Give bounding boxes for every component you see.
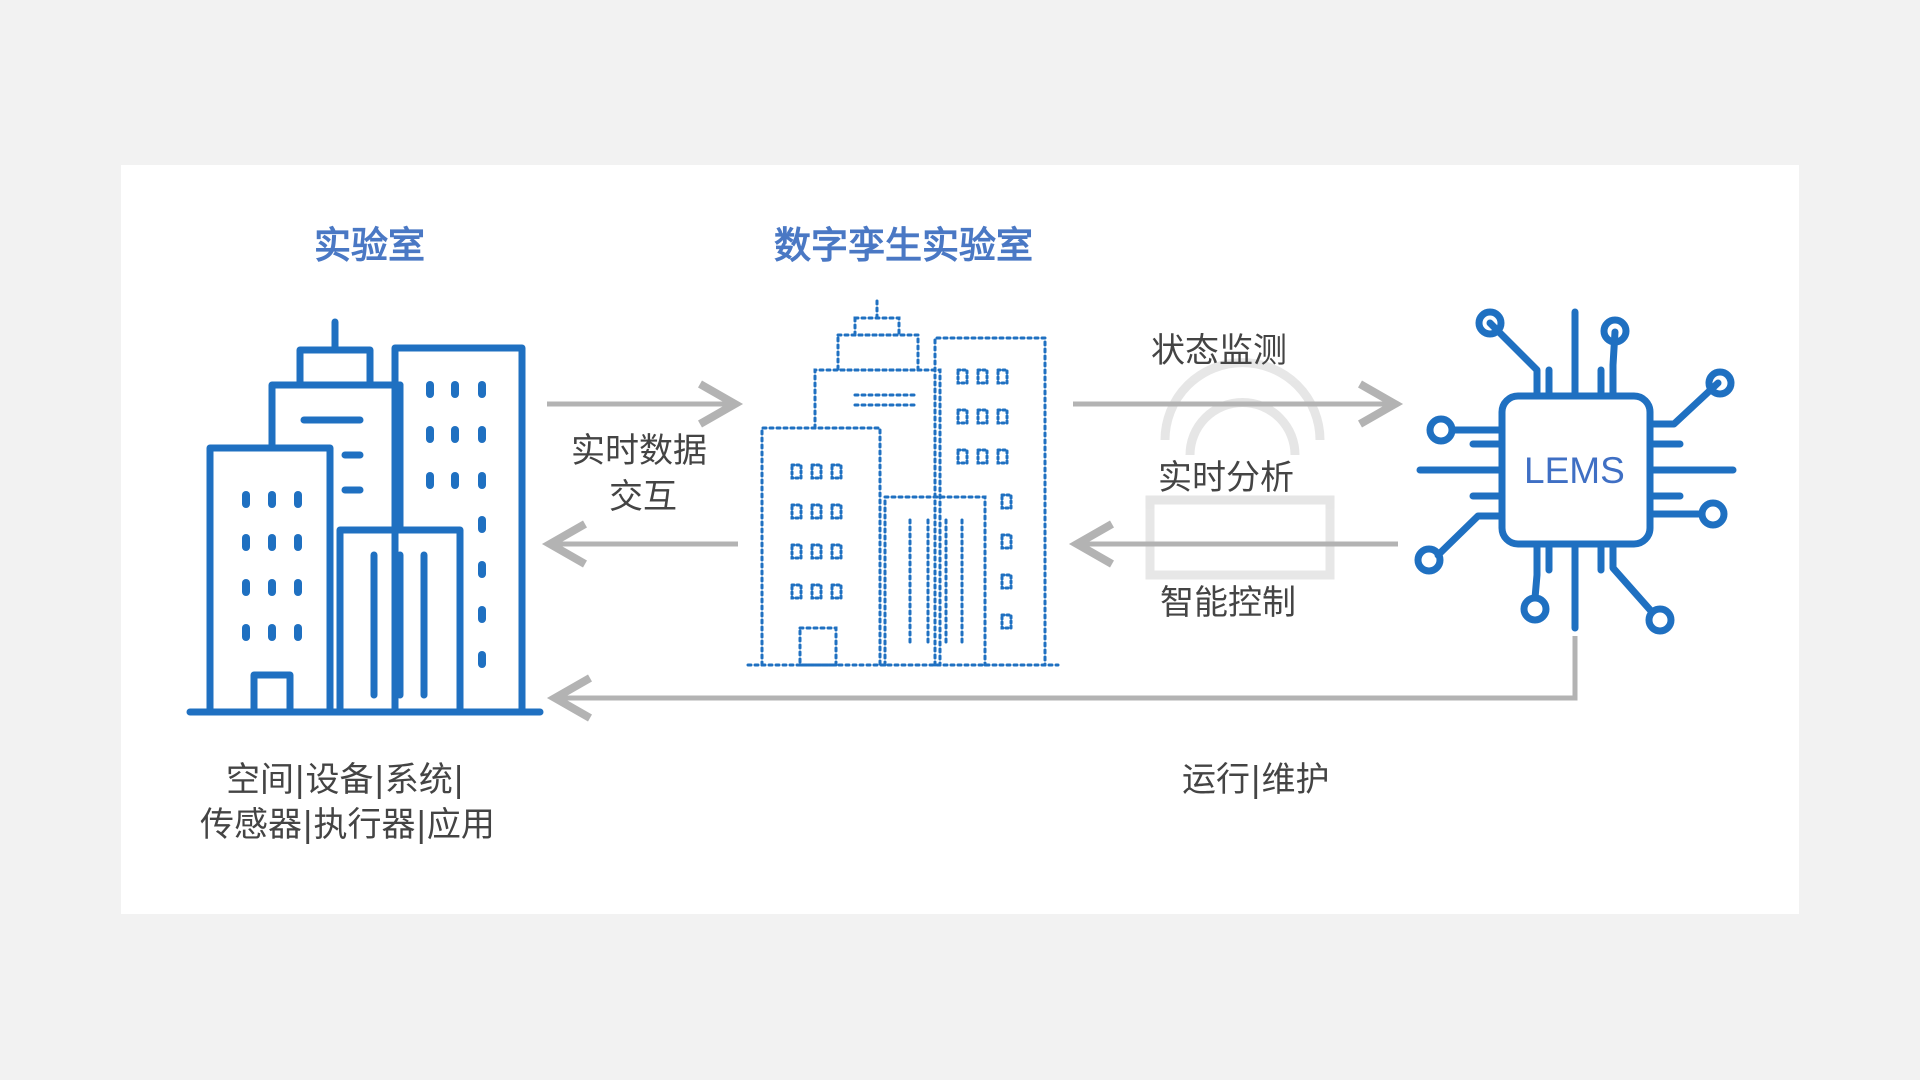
lab-items-line1: 空间|设备|系统| (226, 760, 465, 800)
data-exchange-label-line2: 交互 (609, 477, 677, 517)
digital-twin-title: 数字孪生实验室 (774, 224, 1033, 267)
analysis-label: 实时分析 (1158, 458, 1294, 498)
lab-title: 实验室 (314, 224, 425, 267)
circuit-chip-icon (1414, 308, 1737, 635)
operations-label: 运行|维护 (1182, 760, 1330, 800)
data-exchange-label-line1: 实时数据 (571, 431, 707, 471)
control-label: 智能控制 (1160, 583, 1296, 623)
chip-label: LEMS (1524, 450, 1625, 491)
monitoring-label: 状态监测 (1151, 331, 1287, 371)
dotted-building-icon (746, 298, 1060, 667)
lab-items-line2: 传感器|执行器|应用 (200, 805, 495, 845)
arrows (541, 380, 1578, 722)
building-icon (186, 318, 544, 716)
return-arrow-icon (546, 636, 1578, 722)
diagram-panel (121, 165, 1799, 914)
